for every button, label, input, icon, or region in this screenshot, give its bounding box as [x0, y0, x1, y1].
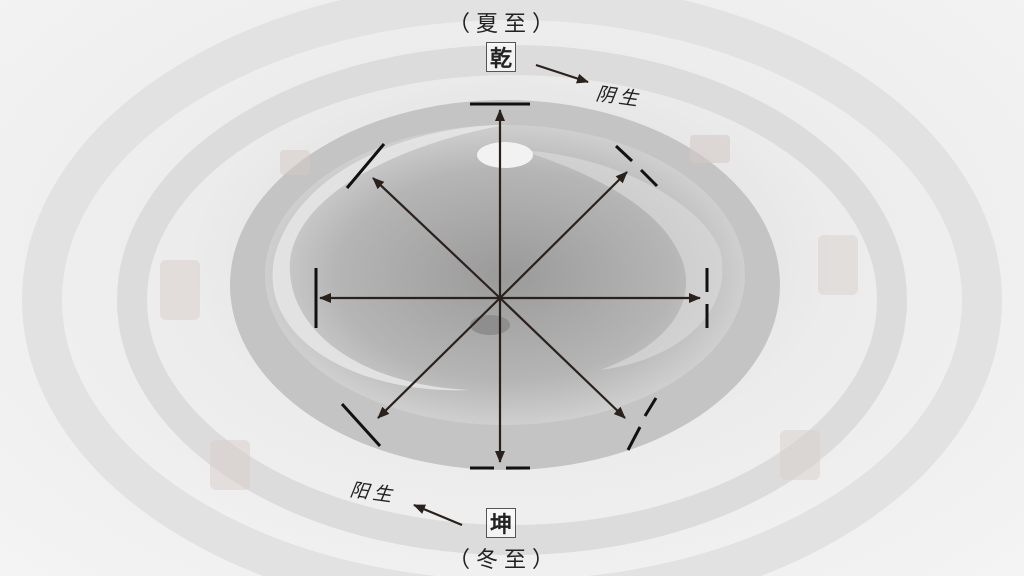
arrow-northwest [372, 177, 501, 299]
outer-ring [22, 0, 1002, 576]
bottom-trigram-label: 坤 [486, 508, 516, 538]
yang-eye [477, 142, 533, 168]
arrow-southwest [377, 297, 501, 419]
yin-yang-disc [265, 125, 745, 425]
trigram-bar-southwest [340, 402, 382, 448]
top-season-label: （夏至） [448, 12, 561, 37]
yin-swirl [520, 150, 723, 370]
decor-tile [818, 235, 858, 295]
decor-tile [780, 430, 820, 480]
decor-tile [280, 150, 310, 175]
bottom-season-label: （冬至） [448, 548, 561, 573]
decor-tile [160, 260, 200, 320]
trigram-bar-northwest [345, 143, 386, 189]
top-trigram-label: 乾 [486, 42, 516, 72]
trigram-bar-northeast-a [614, 144, 634, 163]
arrow-southeast [499, 297, 626, 419]
pointer-arrow-top [535, 63, 589, 84]
pointer-arrow-bottom [413, 503, 463, 527]
decor-tile [210, 440, 250, 490]
trigram-bar-northeast-b [639, 168, 659, 188]
arrow-northeast [499, 171, 628, 299]
trigram-bar-southeast-b [626, 426, 642, 451]
yang-swirl [272, 125, 505, 391]
decor-tile [690, 135, 730, 163]
trigram-bar-southeast-a [643, 397, 658, 417]
